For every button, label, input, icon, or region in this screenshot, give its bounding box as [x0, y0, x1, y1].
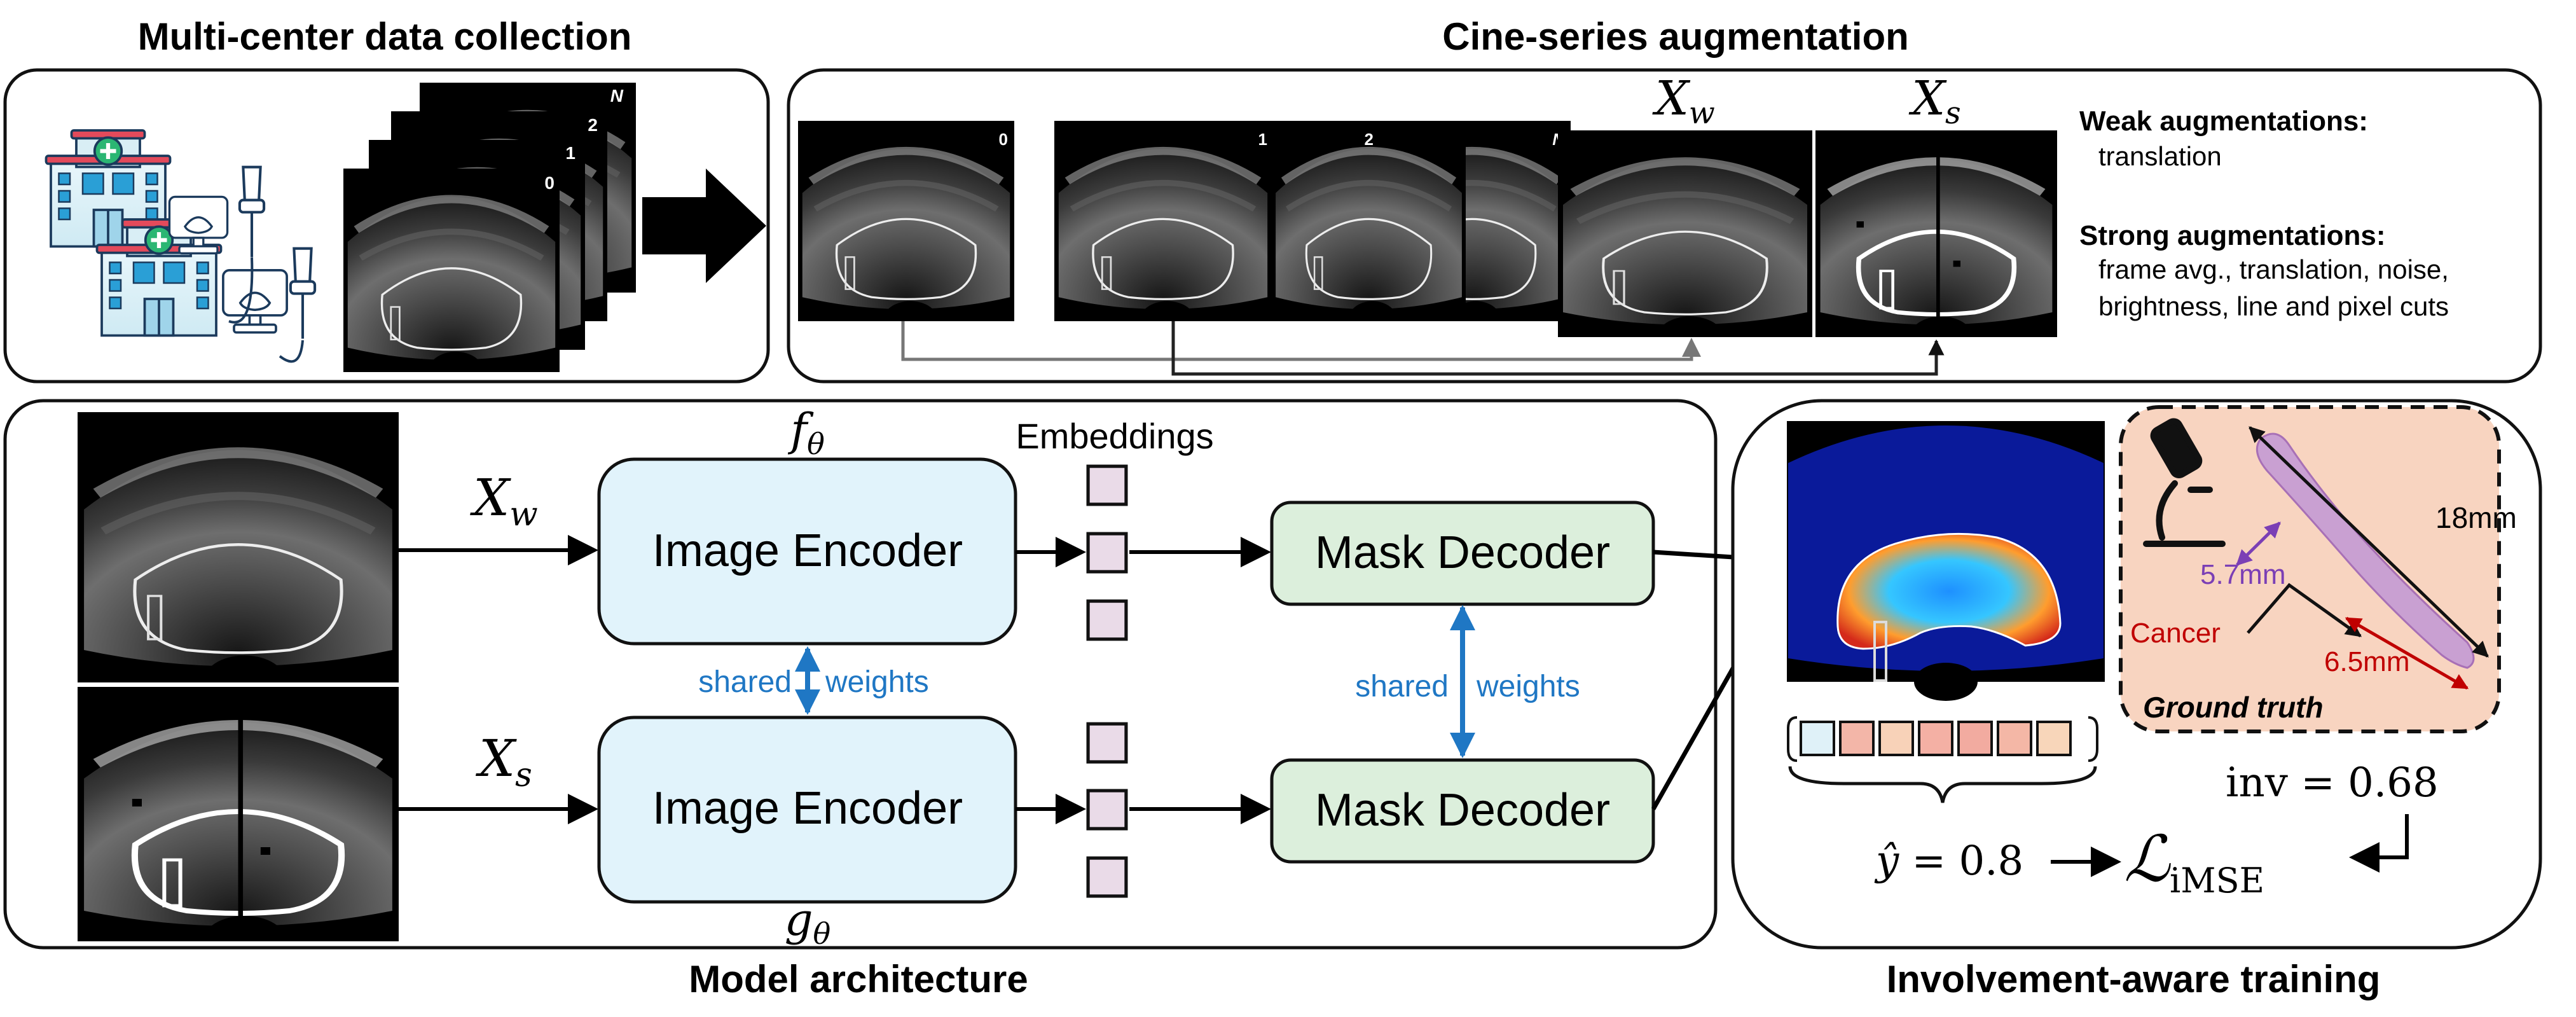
embeddings-top — [1088, 466, 1126, 639]
inv-to-loss-arrow — [2349, 814, 2409, 873]
decoder-top: Mask Decoder — [1270, 501, 1655, 606]
len-65-label: 6.5mm — [2324, 646, 2409, 677]
len-57-label: 5.7mm — [2200, 559, 2285, 590]
g-theta-label: gθ — [785, 894, 831, 951]
embedding-token — [1088, 724, 1126, 762]
shared-weights-left: shared weights — [698, 646, 929, 715]
weak-aug-connectors — [901, 321, 1945, 376]
embedding-token — [1088, 534, 1126, 572]
needle-token — [1997, 721, 2032, 756]
xs-input-label: Xs — [475, 729, 532, 794]
embeddings-bottom — [1088, 724, 1126, 896]
strong-augmented-view: Xs — [1815, 71, 2057, 358]
needle-token — [1957, 721, 1993, 756]
shared-weights-right: shared weights — [1355, 605, 1580, 758]
ground-truth-label: Ground truth — [2143, 691, 2324, 724]
xs-label: Xs — [1908, 71, 1960, 131]
encoder-bottom-label: Image Encoder — [652, 783, 963, 834]
len-18-label: 18mm — [2435, 501, 2517, 534]
weights-left-text: weights — [825, 665, 929, 699]
shared-right-text: shared — [1355, 670, 1449, 703]
measure-57mm — [2236, 522, 2281, 566]
frame-index-label: 2 — [1365, 130, 1374, 149]
stack-frame: N — [420, 83, 636, 314]
frame-index-label: 1 — [565, 143, 575, 163]
needle-region — [1873, 621, 1887, 682]
input-arrows — [399, 535, 598, 824]
weak-aug-title: Weak augmentations: — [2079, 106, 2368, 137]
token-brace — [1788, 766, 2097, 803]
embedding-token — [1088, 601, 1126, 639]
weak-augmented-view: Xw — [1558, 71, 1812, 358]
input-xw-image — [78, 412, 399, 710]
shared-left-text: shared — [698, 665, 792, 699]
needle-token — [1800, 721, 1835, 756]
needle-token — [2036, 721, 2072, 756]
cine-frame-2: 2 — [1272, 121, 1466, 342]
cine-frame-1: 1 — [1054, 121, 1272, 342]
xw-input-label: Xw — [469, 468, 537, 534]
probe-cable — [228, 257, 254, 324]
title-involvement: Involvement-aware training — [1887, 958, 2381, 1000]
prostate-heatmap — [1836, 532, 2062, 650]
big-right-arrow — [642, 169, 766, 283]
frame-index-label: N — [610, 86, 624, 106]
stack-frame: 1 — [369, 140, 585, 371]
weights-right-text: weights — [1476, 670, 1580, 703]
weak-aug-item: translation — [2098, 141, 2222, 171]
microscope-icon — [2143, 418, 2226, 547]
needle-token — [1878, 721, 1914, 756]
encoder-to-decoder-arrows — [1016, 537, 1271, 824]
heatmap-output — [1787, 421, 2105, 701]
measure-65mm — [2345, 616, 2469, 690]
frame-index-label: 0 — [544, 173, 554, 193]
token-frame — [1787, 716, 2098, 762]
encoder-bottom: Image Encoder — [597, 716, 1017, 904]
title-cine: Cine-series augmentation — [1442, 15, 1909, 58]
title-model-architecture: Model architecture — [689, 958, 1028, 1000]
stack-frame: 0 — [343, 169, 560, 392]
probe-cable — [279, 340, 304, 363]
strong-aug-item: frame avg., translation, noise, — [2098, 254, 2449, 284]
frame-index-label: 2 — [588, 115, 598, 135]
yhat-equation: ŷ = 0.8 — [1874, 838, 2023, 885]
frame-index-label: 1 — [1258, 130, 1267, 149]
frame-index-label: 0 — [999, 130, 1008, 149]
decoder-bottom: Mask Decoder — [1270, 758, 1655, 864]
needle-token — [1918, 721, 1953, 756]
xw-label: Xw — [1652, 71, 1715, 131]
title-multicenter: Multi-center data collection — [138, 15, 632, 58]
cancer-pointer — [2247, 583, 2362, 638]
loss-imse: ℒiMSE — [2124, 822, 2264, 901]
augmentation-list: Weak augmentations: translation Strong a… — [2079, 106, 2449, 321]
inv-equation: inv = 0.68 — [2226, 759, 2439, 806]
embedding-token — [1088, 466, 1126, 504]
needle-token — [1839, 721, 1875, 756]
embedding-token — [1088, 791, 1126, 829]
cine-frame-0: 0 — [798, 121, 1014, 342]
input-xs-image — [78, 687, 399, 967]
stack-frame: 2 — [391, 111, 607, 342]
encoder-top: Image Encoder — [597, 457, 1017, 646]
equations: inv = 0.68 ŷ = 0.8 ℒiMSE — [1874, 759, 2439, 901]
embedding-token — [1088, 858, 1126, 896]
hospitals-illustration — [46, 130, 315, 363]
cine-stack: N 2 1 0 — [343, 83, 636, 392]
embeddings-label: Embeddings — [1016, 416, 1213, 456]
strong-aug-title: Strong augmentations: — [2079, 220, 2386, 251]
strong-aug-item: brightness, line and pixel cuts — [2098, 291, 2449, 321]
decoder-top-label: Mask Decoder — [1315, 527, 1610, 578]
encoder-top-label: Image Encoder — [652, 525, 963, 576]
decoder-bottom-label: Mask Decoder — [1315, 785, 1610, 836]
needle-tokens — [1787, 716, 2098, 803]
ground-truth-box: 18mm 5.7mm Cancer 6.5mm Ground truth — [2119, 405, 2517, 733]
cancer-label: Cancer — [2130, 618, 2221, 649]
